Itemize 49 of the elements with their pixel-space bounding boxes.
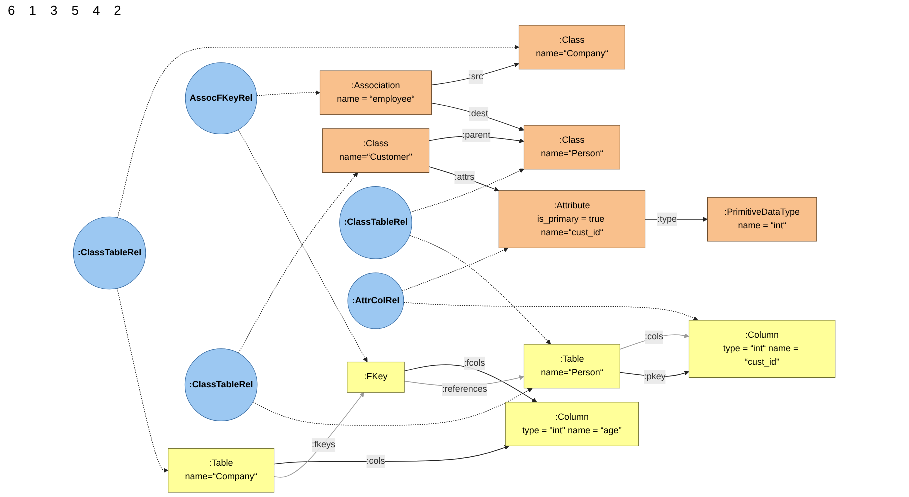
arrow	[431, 102, 524, 132]
edge-label: :attrs	[454, 172, 475, 182]
edge-label: :src	[468, 72, 484, 82]
node-box: :PrimitiveDataType name = “int“	[707, 197, 818, 242]
arrow	[252, 388, 533, 426]
region-number: 6	[8, 3, 16, 18]
arrow	[402, 248, 509, 292]
edge-label: :type	[658, 214, 678, 224]
region-number: 4	[92, 3, 100, 18]
arrow	[256, 90, 320, 96]
node-circle: :ClassTableRel	[340, 186, 412, 260]
arrow	[410, 168, 524, 213]
edge-label: :dest	[468, 109, 488, 119]
node-box: :Table name=“Company“	[168, 448, 275, 493]
node-box: :Class name=“Person“	[524, 125, 620, 170]
region-number: 2	[114, 3, 122, 18]
arrow	[409, 235, 552, 345]
node-box: :Association name = “employee“	[320, 70, 432, 116]
edge-label: :fcols	[464, 358, 486, 368]
node-box: :Class name=“Customer"	[322, 128, 430, 174]
edge-label: :references	[442, 384, 488, 394]
node-box: :Table name=“Person“	[524, 344, 620, 389]
edge-label: :parent	[462, 130, 491, 140]
node-circle: AssocFKeyRel	[185, 62, 258, 135]
node-circle: :AttrColRel	[348, 272, 404, 330]
node-box: :Column type = “int“ name = “cust_id"	[688, 320, 836, 378]
region-number: 5	[72, 3, 79, 18]
arrow	[274, 392, 364, 478]
arrow	[431, 62, 520, 86]
arrow	[404, 302, 698, 321]
arrow	[620, 333, 690, 350]
node-box: :Attribute is_primary = true name=“cust_id“	[498, 190, 646, 248]
node-box: :Class name=“Company“	[518, 25, 626, 70]
arrow	[238, 172, 358, 354]
region-number: 1	[29, 3, 36, 18]
arrow	[238, 129, 368, 362]
edge-label: :pkey	[644, 372, 666, 382]
arrow	[117, 44, 520, 218]
node-circle: :ClassTableRel	[73, 216, 146, 290]
arrow	[274, 445, 510, 465]
node-box: :FKey	[347, 362, 405, 393]
region-number: 3	[50, 3, 58, 18]
edge-label: :cols	[366, 456, 386, 466]
arrow	[428, 166, 500, 192]
node-box: :Column type = "int" name = “age"	[505, 402, 640, 446]
arrow	[117, 288, 169, 474]
node-circle: :ClassTableRel	[184, 348, 258, 422]
edge-label: :fkeys	[312, 440, 336, 450]
edge-label: :cols	[644, 332, 664, 342]
